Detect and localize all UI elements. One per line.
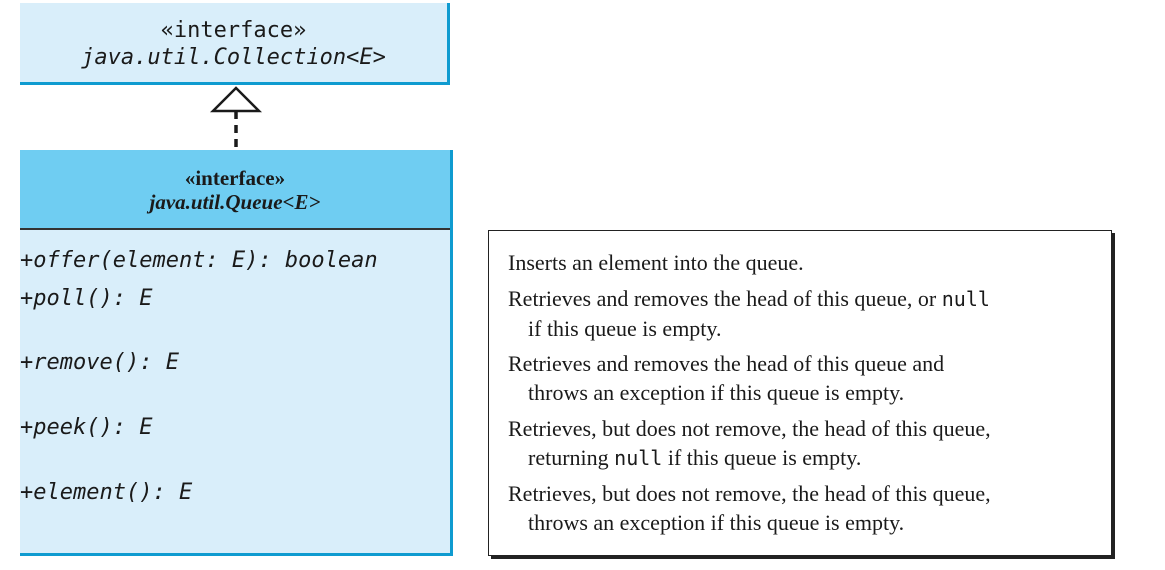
method-peek: +peek(): E: [20, 415, 153, 440]
description-poll: Retrieves and removes the head of this q…: [508, 284, 990, 343]
description-peek-null: null: [614, 446, 663, 470]
queue-name: java.util.Queue<E>: [149, 190, 321, 214]
description-box: [488, 230, 1112, 556]
description-peek-line2: returning null if this queue is empty.: [508, 443, 991, 473]
method-element: +element(): E: [20, 480, 193, 505]
description-remove-line1: Retrieves and removes the head of this q…: [508, 351, 945, 376]
method-poll: +poll(): E: [20, 286, 153, 311]
queue-header: «interface» java.util.Queue<E>: [20, 150, 450, 230]
description-poll-line2: if this queue is empty.: [528, 316, 722, 341]
description-element-line2: throws an exception if this queue is emp…: [528, 510, 905, 535]
realization-arrow: [209, 86, 263, 151]
collection-name: java.util.Collection<E>: [81, 45, 386, 70]
description-peek: Retrieves, but does not remove, the head…: [508, 414, 991, 473]
description-offer: Inserts an element into the queue.: [508, 248, 804, 277]
description-element: Retrieves, but does not remove, the head…: [508, 479, 991, 537]
description-peek-text-b: if this queue is empty.: [662, 445, 862, 470]
collection-interface-box: «interface» java.util.Collection<E>: [20, 3, 450, 85]
collection-stereotype: «interface»: [160, 18, 307, 43]
arrowhead-icon: [209, 86, 263, 113]
queue-stereotype: «interface»: [184, 166, 286, 190]
description-remove-line2: throws an exception if this queue is emp…: [528, 380, 905, 405]
description-poll-null: null: [941, 287, 990, 311]
method-offer: +offer(element: E): boolean: [20, 248, 378, 273]
method-remove: +remove(): E: [20, 350, 179, 375]
description-offer-line1: Inserts an element into the queue.: [508, 250, 804, 275]
description-poll-line1: Retrieves and removes the head of this q…: [508, 286, 990, 311]
description-peek-line1: Retrieves, but does not remove, the head…: [508, 416, 991, 441]
queue-interface-box: «interface» java.util.Queue<E>: [20, 150, 453, 556]
description-peek-text-a: returning: [528, 445, 615, 470]
description-remove: Retrieves and removes the head of this q…: [508, 349, 944, 407]
description-poll-text: Retrieves and removes the head of this q…: [508, 286, 942, 311]
description-element-line1: Retrieves, but does not remove, the head…: [508, 481, 991, 506]
